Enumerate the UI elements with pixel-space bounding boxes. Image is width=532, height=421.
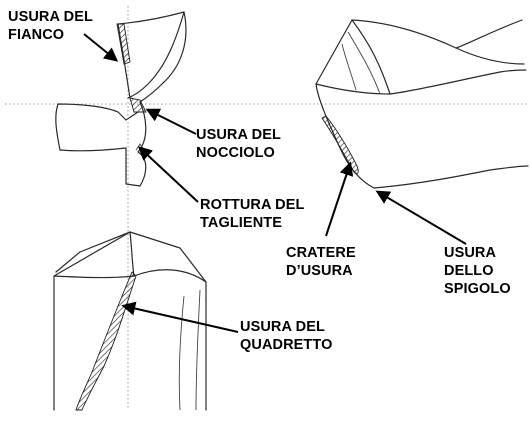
label-corner-wear-line1: USURA bbox=[444, 245, 497, 261]
arrow-broken-edge bbox=[137, 146, 199, 203]
label-web-wear-line1: USURA DEL bbox=[196, 127, 281, 143]
label-broken-edge-line1: ROTTURA DEL bbox=[200, 197, 305, 213]
label-flank-wear: USURA DEL FIANCO bbox=[8, 8, 93, 44]
arrow-flank-wear bbox=[83, 33, 119, 62]
margin-wear-area bbox=[75, 271, 137, 411]
label-crater-wear: CRATERE D’USURA bbox=[286, 244, 356, 280]
label-margin-wear-line2: QUADRETTO bbox=[240, 337, 333, 353]
label-margin-wear: USURA DEL QUADRETTO bbox=[240, 318, 332, 354]
label-flank-wear-line2: FIANCO bbox=[8, 27, 65, 43]
flank-wear-area bbox=[116, 23, 131, 65]
label-broken-edge-line2: TAGLIENTE bbox=[200, 215, 282, 231]
label-broken-edge: ROTTURA DEL TAGLIENTE bbox=[200, 196, 304, 232]
label-corner-wear: USURA DELLO SPIGOLO bbox=[444, 244, 511, 298]
label-flank-wear-line1: USURA DEL bbox=[8, 9, 93, 25]
label-crater-wear-line1: CRATERE bbox=[286, 245, 356, 261]
arrow-corner-wear bbox=[375, 190, 467, 245]
arrow-web-wear bbox=[145, 108, 197, 135]
label-web-wear-line2: NOCCIOLO bbox=[196, 145, 275, 161]
drill-tip-view bbox=[315, 19, 529, 189]
label-corner-wear-line2: DELLO bbox=[444, 263, 494, 279]
label-margin-wear-line1: USURA DEL bbox=[240, 319, 325, 335]
label-web-wear: USURA DEL NOCCIOLO bbox=[196, 126, 281, 162]
label-crater-wear-line2: D’USURA bbox=[286, 263, 353, 279]
arrow-crater-wear bbox=[325, 161, 354, 237]
arrow-margin-wear bbox=[121, 301, 239, 333]
label-corner-wear-line3: SPIGOLO bbox=[444, 281, 511, 297]
drill-body-view bbox=[53, 231, 207, 411]
crater-wear-area bbox=[321, 115, 359, 174]
